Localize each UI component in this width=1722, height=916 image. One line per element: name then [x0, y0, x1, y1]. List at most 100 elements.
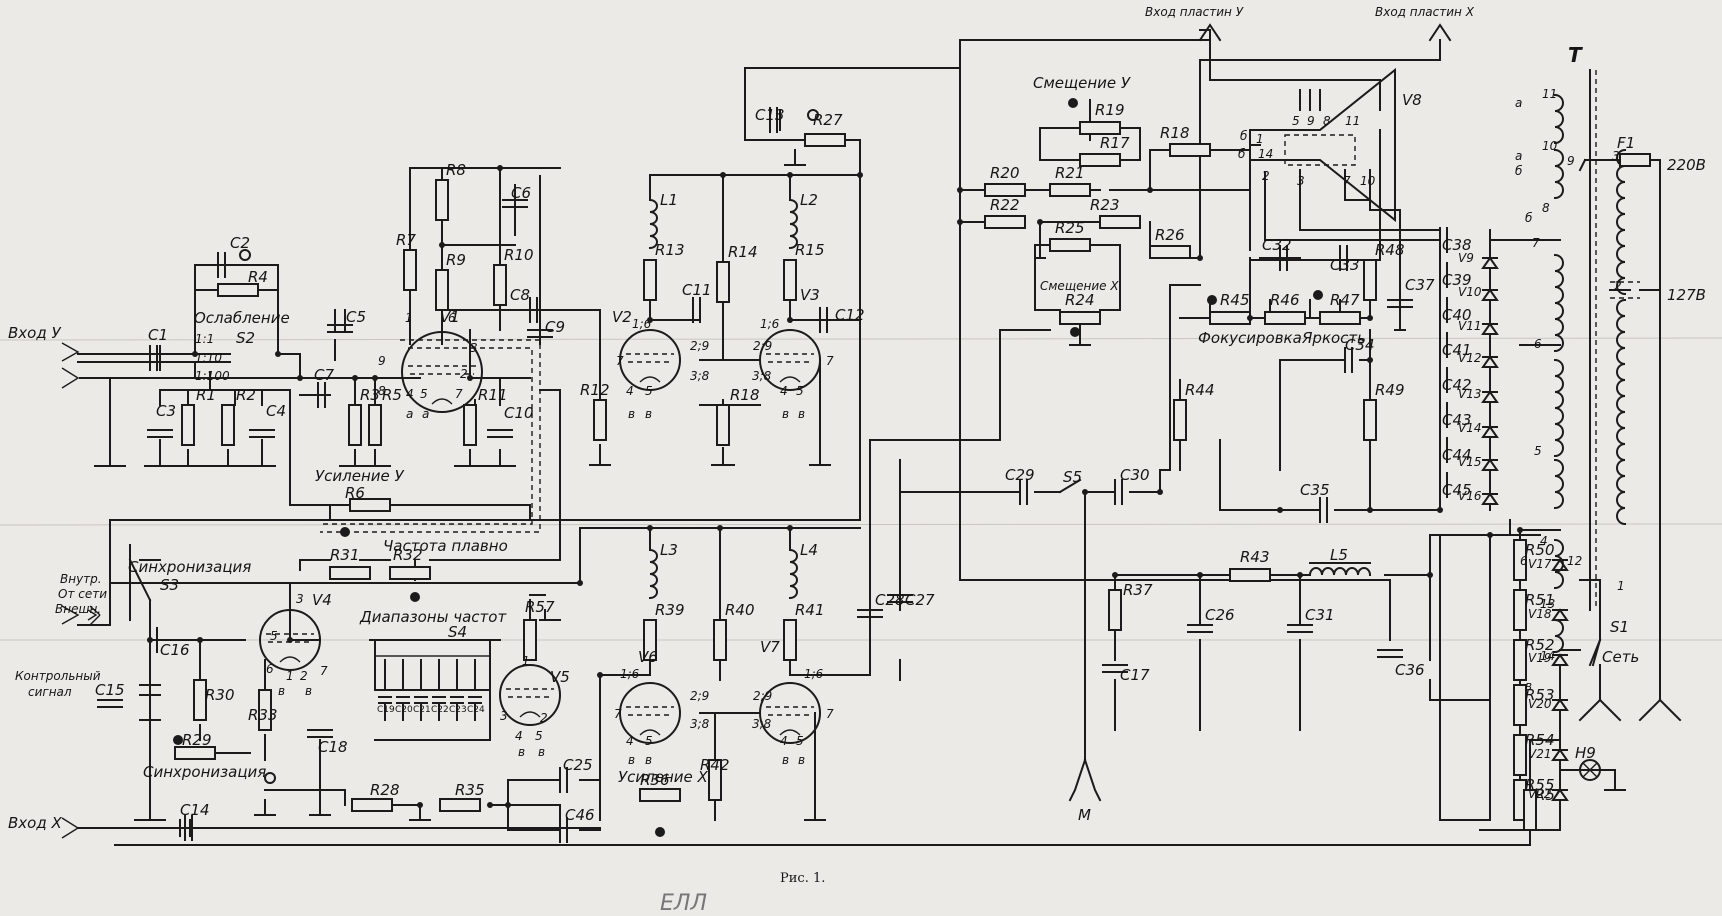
ref-c1: C1: [148, 326, 168, 344]
pot-knob-icon[interactable]: [655, 827, 665, 837]
diode-v10: [1481, 288, 1499, 301]
ref-c14: C14: [180, 801, 210, 819]
ref-r12: R12: [580, 381, 610, 399]
ref-r31: R31: [330, 546, 360, 564]
ref-v4: V4: [312, 591, 332, 609]
winding-pin-label: 9: [1567, 154, 1575, 168]
resistor-r4: [217, 283, 259, 297]
pot-knob-icon[interactable]: [1207, 295, 1217, 305]
crt-pin-label: 7: [1343, 174, 1351, 188]
capacitor-c8: [529, 297, 538, 323]
pin-label: 5: [420, 387, 428, 401]
junction-dot: [647, 317, 653, 323]
junction-dot: [297, 375, 303, 381]
ratio-1-1: 1:1: [195, 332, 214, 346]
ref-r33: R33: [248, 706, 278, 724]
ref-r18a: R18: [730, 386, 760, 404]
pot-knob-icon[interactable]: [340, 527, 350, 537]
ref-c33: C33: [1330, 256, 1360, 274]
switch-s3: [109, 558, 152, 602]
resistor-r53: [1513, 684, 1527, 726]
pin-label: в: [628, 407, 635, 421]
pin-label: 2: [460, 367, 468, 381]
pot-knob-icon[interactable]: [807, 109, 819, 121]
capacitor-c3: [147, 429, 173, 438]
sync-mains-label: От сети: [58, 587, 107, 601]
junction-dot: [192, 351, 198, 357]
indicator-lamp-h9: [1579, 759, 1601, 781]
ref-r17: R17: [1100, 134, 1130, 152]
ref-v15: V15: [1458, 455, 1481, 469]
freq-smooth-label: Частота плавно: [383, 537, 508, 555]
capacitor-c10: [487, 429, 513, 438]
pin-label: в: [628, 753, 635, 767]
resistor-r33: [258, 689, 272, 731]
mains-label: Сеть: [1602, 648, 1639, 666]
ref-v14: V14: [1458, 421, 1481, 435]
pin-label: в: [645, 753, 652, 767]
pin-label: а: [422, 407, 429, 421]
resistor-r19: [1079, 121, 1121, 135]
junction-dot: [352, 375, 358, 381]
capacitor-c25: [559, 767, 568, 793]
ref-c37: C37: [1405, 276, 1435, 294]
resistor-r23: [1099, 215, 1141, 229]
pin-label: 2: [540, 711, 548, 725]
pin-label: в: [305, 684, 312, 698]
ref-r29: R29: [182, 731, 212, 749]
ref-r19: R19: [1095, 101, 1125, 119]
ref-l5: L5: [1330, 546, 1348, 564]
sync-bottom-label: Синхронизация: [143, 763, 266, 781]
ref-r3: R3: [360, 386, 380, 404]
pot-knob-icon[interactable]: [1070, 327, 1080, 337]
winding-pin-label: 2: [1614, 279, 1622, 293]
junction-dot: [957, 187, 963, 193]
resistor-r10: [493, 264, 507, 306]
pot-knob-icon[interactable]: [264, 772, 276, 784]
capacitor-c43: [1439, 402, 1448, 428]
ref-r9: R9: [446, 251, 466, 269]
pot-knob-icon[interactable]: [1068, 98, 1078, 108]
ref-c30: C30: [1120, 466, 1150, 484]
ref-c41: C41: [1442, 341, 1472, 359]
junction-dot: [720, 172, 726, 178]
winding-pin-label: 5: [1534, 444, 1542, 458]
pot-knob-icon[interactable]: [239, 249, 251, 261]
diode-v15: [1481, 458, 1499, 471]
ref-c25: C25: [563, 756, 593, 774]
winding-pin-label: 10: [1542, 139, 1558, 153]
pot-knob-icon[interactable]: [173, 735, 183, 745]
pin-label: а: [406, 407, 413, 421]
winding-pin-label: 7: [1532, 236, 1540, 250]
ref-r18b: R18: [1160, 124, 1190, 142]
pin-label: 4: [626, 384, 634, 398]
resistor-r29: [174, 746, 216, 760]
diode-v12: [1481, 355, 1499, 368]
junction-dot: [1157, 489, 1163, 495]
pot-knob-icon[interactable]: [1313, 290, 1323, 300]
sync-external-label: Внешн.: [55, 602, 101, 616]
diode-v17: [1551, 558, 1569, 571]
ref-r44: R44: [1185, 381, 1215, 399]
small-cap-label: C24: [467, 705, 485, 715]
ref-r47: R47: [1330, 291, 1360, 309]
small-cap-label: C22: [431, 705, 449, 715]
diode-v20: [1551, 698, 1569, 711]
pin-label: 2;9: [690, 339, 709, 353]
pin-label: 2;9: [753, 339, 772, 353]
resistor-r5: [368, 404, 382, 446]
pot-knob-icon[interactable]: [410, 592, 420, 602]
resistor-r31: [329, 566, 371, 580]
junction-dot: [1367, 507, 1373, 513]
junction-dot: [287, 637, 293, 643]
capacitor-c36: [1377, 649, 1403, 658]
capacitor-c41: [1439, 332, 1448, 358]
junction-dot: [275, 351, 281, 357]
ref-r53: R53: [1525, 686, 1555, 704]
resistor-r35: [439, 798, 481, 812]
pin-label: 1;6: [804, 667, 824, 681]
ref-c29: C29: [1005, 466, 1035, 484]
pin-label: в: [782, 407, 789, 421]
ref-c35: C35: [1300, 481, 1330, 499]
